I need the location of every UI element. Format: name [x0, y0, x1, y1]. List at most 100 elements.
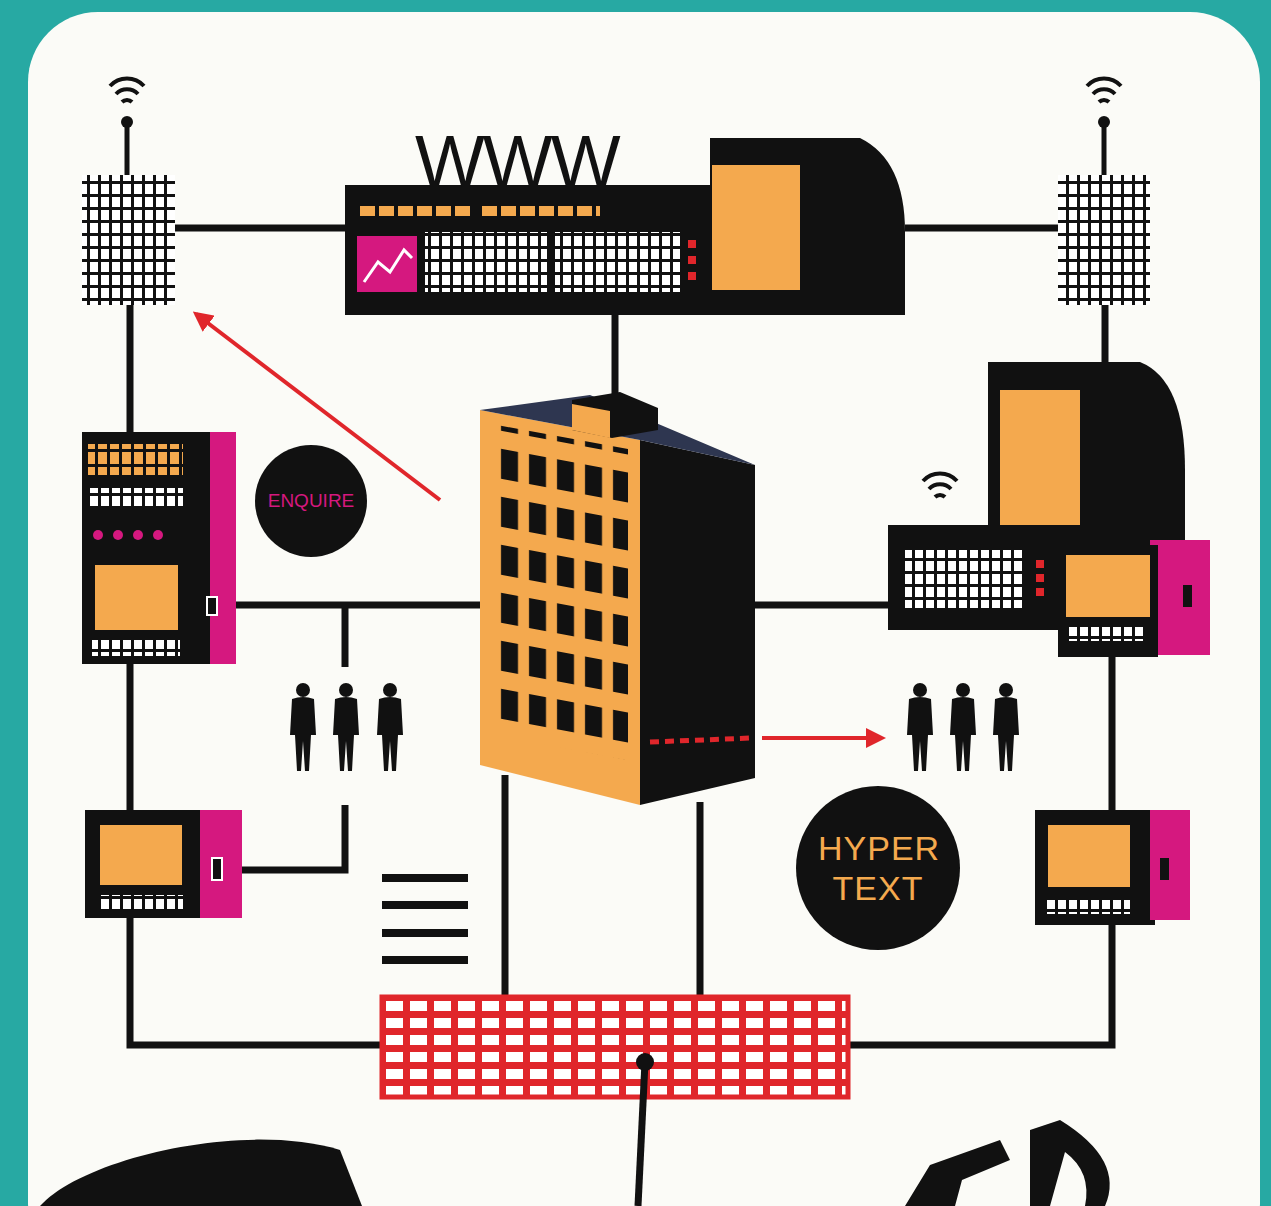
red-led [1036, 574, 1044, 582]
cropped-lettering [1030, 1120, 1110, 1206]
keypad [555, 232, 680, 292]
wire [342, 605, 349, 667]
antenna-tip [121, 116, 133, 128]
device-body [85, 810, 205, 918]
people-group [907, 683, 1019, 771]
device-screen [1000, 390, 1080, 540]
device-screen [100, 825, 182, 885]
mouse-cable [638, 1062, 645, 1206]
small-computer [85, 810, 242, 918]
person [377, 683, 403, 771]
chart-line [364, 250, 412, 282]
network-wires [130, 228, 1112, 1045]
computer-station [888, 362, 1210, 657]
text-line [382, 874, 468, 882]
pink-led [93, 530, 103, 540]
device-body [1035, 810, 1155, 925]
keys [98, 895, 183, 909]
wire [175, 225, 345, 232]
port [1160, 858, 1169, 880]
person [290, 683, 316, 771]
wire [1102, 305, 1109, 365]
device-body [82, 432, 212, 664]
port [1183, 585, 1192, 607]
text-line [382, 901, 468, 909]
text-line [382, 929, 468, 937]
keypad [88, 488, 183, 506]
cropped-lettering [905, 1140, 1010, 1206]
wire [612, 315, 619, 398]
building-front [480, 410, 640, 805]
wire [697, 802, 704, 997]
roof-box [572, 392, 658, 438]
wire [502, 775, 509, 997]
tower-grid [1058, 175, 1150, 305]
device-screen [712, 165, 800, 290]
text-line [382, 956, 468, 964]
person [950, 683, 976, 771]
small-computer [1035, 810, 1190, 925]
keys [1045, 900, 1130, 914]
mouse-shape [40, 1140, 362, 1206]
person [907, 683, 933, 771]
red-arrow [762, 736, 882, 740]
office-building [480, 392, 755, 805]
circle-outline [796, 786, 960, 950]
device-side [1150, 540, 1210, 655]
wire [1109, 655, 1116, 810]
device-side [210, 432, 236, 664]
monitor-body [1058, 545, 1158, 657]
wire [755, 602, 890, 609]
keyboard [382, 997, 848, 1097]
roof-box-front [572, 404, 610, 438]
computer-tower [82, 432, 236, 664]
keypad [425, 232, 547, 292]
port [207, 597, 217, 615]
port [212, 858, 222, 880]
wifi-symbol [923, 473, 957, 497]
red-led [1036, 588, 1044, 596]
device-body [988, 362, 1185, 545]
indicator-lights [360, 206, 600, 216]
antenna-pole [1102, 122, 1107, 175]
orange-keypad [88, 444, 183, 475]
wire [235, 602, 482, 609]
device-label-box: WWW [345, 120, 905, 315]
device-base [888, 525, 1153, 630]
tower-grid [82, 175, 175, 305]
wire [240, 805, 345, 870]
document-lines [382, 874, 468, 964]
person [333, 683, 359, 771]
black-circle [796, 786, 960, 950]
keys [1066, 627, 1146, 641]
wire [127, 305, 134, 432]
heading-label: WWW [415, 125, 655, 199]
chart-screen [357, 236, 417, 292]
red-dashes [650, 738, 752, 742]
device-side [200, 810, 242, 918]
wire [905, 225, 1058, 232]
people-group [290, 683, 403, 771]
antenna-tower [1058, 78, 1150, 305]
wire [127, 663, 134, 810]
red-led [688, 256, 696, 264]
device-screen [95, 565, 178, 630]
device-side [1150, 810, 1190, 920]
keys [92, 640, 180, 656]
pink-led [153, 530, 163, 540]
wire [130, 918, 382, 1045]
pink-led [133, 530, 143, 540]
device-screen [1048, 825, 1130, 887]
black-circle [255, 445, 367, 557]
building-windows [497, 425, 628, 760]
red-led [1036, 560, 1044, 568]
antenna-tip [1098, 116, 1110, 128]
white-panel [28, 12, 1260, 1206]
circle-label: HYPER TEXT [818, 828, 938, 908]
concept-circle: HYPER TEXT [796, 786, 960, 950]
cable-plug [636, 1053, 654, 1071]
